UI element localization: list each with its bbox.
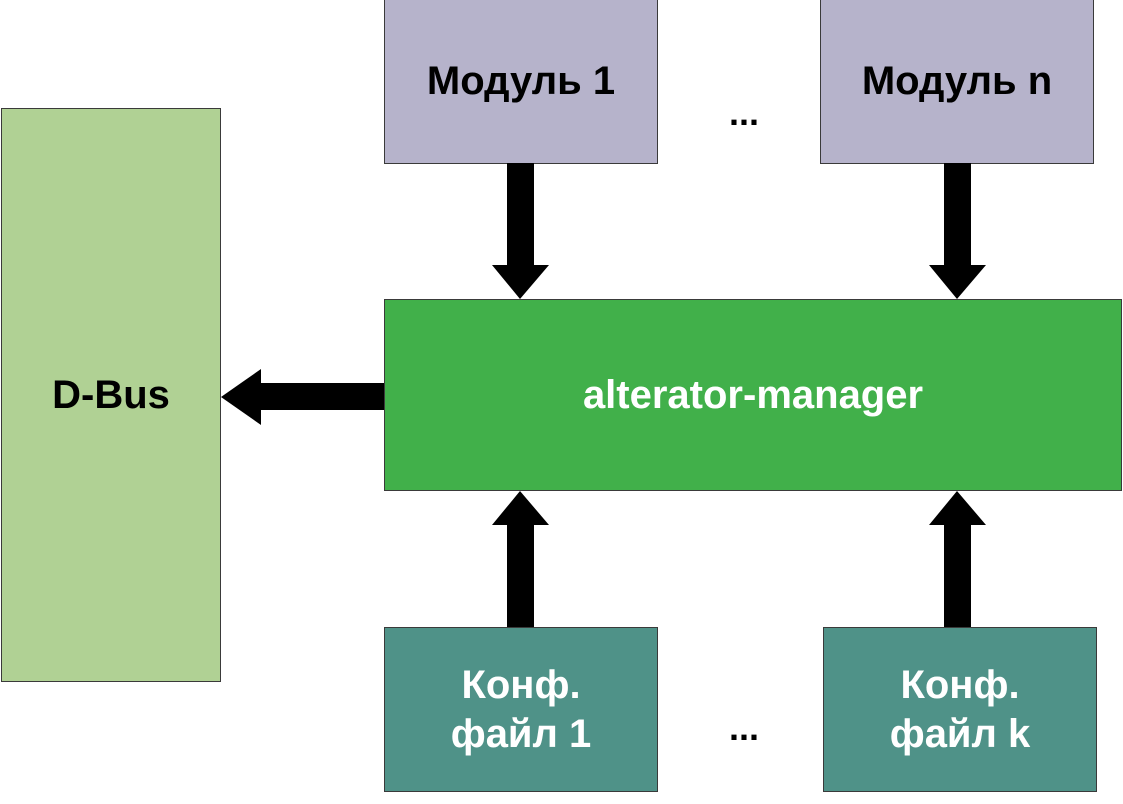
module-n-label: Модуль n [861, 58, 1053, 103]
arrow-config-1-to-manager [492, 491, 549, 627]
alterator-manager-node: alterator-manager [384, 299, 1122, 491]
module-1-node: Модуль 1 [384, 0, 658, 164]
alterator-manager-label: alterator-manager [582, 372, 924, 417]
config-file-1-label-line1: Конф. [461, 662, 581, 707]
config-file-k-label-line2: файл k [889, 711, 1031, 756]
module-n-node: Модуль n [820, 0, 1094, 164]
dbus-label: D-Bus [52, 372, 170, 417]
configs-ellipsis: ... [728, 707, 759, 748]
config-file-1-node: Конф. файл 1 [384, 627, 658, 792]
module-1-label: Модуль 1 [426, 58, 616, 103]
config-file-k-label-line1: Конф. [900, 662, 1020, 707]
modules-ellipsis: ... [728, 92, 759, 133]
arrow-module-1-to-manager [492, 163, 549, 299]
arrow-manager-to-dbus [221, 369, 384, 425]
config-file-k-node: Конф. файл k [823, 627, 1097, 792]
arrow-module-n-to-manager [929, 163, 986, 299]
dbus-node: D-Bus [1, 108, 221, 682]
config-file-1-label-line2: файл 1 [450, 711, 592, 756]
arrow-config-k-to-manager [929, 491, 986, 627]
